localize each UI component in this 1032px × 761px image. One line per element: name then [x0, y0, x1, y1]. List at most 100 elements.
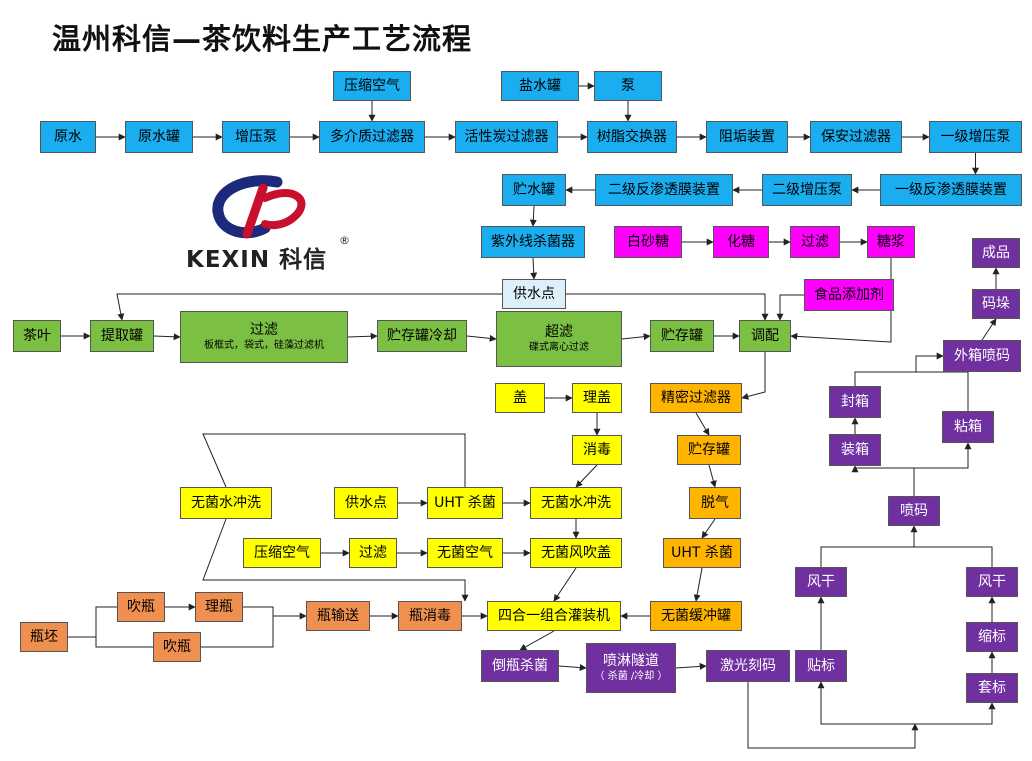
connector — [981, 318, 997, 341]
node-dpsj: 倒瓶杀菌 — [481, 650, 559, 682]
node-label: 化糖 — [727, 233, 755, 250]
node-label: 倒瓶杀菌 — [492, 657, 548, 674]
node-bagl: 保安过滤器 — [810, 121, 902, 153]
node-ysg2: 原水罐 — [125, 121, 193, 153]
node-label: 贮存罐冷却 — [387, 327, 457, 344]
node-label: 食品添加剂 — [814, 286, 884, 303]
node-sptj: 食品添加剂 — [804, 279, 894, 311]
node-gsd2: 供水点 — [334, 487, 398, 519]
connector — [915, 702, 996, 725]
node-uht1: UHT 杀菌 — [427, 487, 503, 519]
node-label: 白砂糖 — [627, 233, 669, 250]
node-label: 粘箱 — [954, 418, 982, 435]
node-label: 泵 — [621, 77, 635, 94]
connector — [530, 257, 538, 280]
node-gl3: 过滤 — [349, 538, 397, 568]
connector — [466, 334, 497, 342]
node-label: 喷码 — [900, 502, 928, 519]
connector — [854, 371, 969, 411]
page-title: 温州科信—茶饮料生产工艺流程 — [52, 22, 473, 56]
node-label: 风干 — [807, 573, 835, 590]
node-wxpm: 外箱喷码 — [943, 340, 1021, 372]
node-wjkq: 无菌空气 — [427, 538, 503, 568]
node-label: 封箱 — [841, 393, 869, 410]
node-label: 盖 — [513, 389, 527, 406]
node-tqg: 提取罐 — [90, 320, 154, 352]
node-lg: 理盖 — [572, 383, 622, 413]
node-zx: 装箱 — [829, 434, 881, 466]
node-label: 多介质过滤器 — [330, 128, 414, 145]
connector — [817, 681, 915, 725]
node-label: 成品 — [982, 244, 1010, 261]
node-zwx: 紫外线杀菌器 — [481, 226, 585, 258]
node-label: 理瓶 — [205, 598, 233, 615]
kexin-logo — [212, 175, 306, 239]
node-sublabel: （ 杀菌 /冷却 ） — [594, 671, 668, 683]
node-zyb: 增压泵 — [222, 121, 290, 153]
node-sublabel: 碟式离心过滤 — [529, 342, 589, 354]
node-label: 装箱 — [841, 441, 869, 458]
connector — [741, 352, 766, 400]
node-jmgl: 精密过滤器 — [650, 383, 742, 413]
node-tbiao: 套标 — [966, 673, 1018, 703]
node-zcgl: 贮存罐冷却 — [377, 320, 467, 352]
node-label: 消毒 — [583, 441, 611, 458]
node-djz: 多介质过滤器 — [319, 121, 425, 153]
node-label: 超滤 — [545, 324, 573, 341]
connector — [529, 205, 537, 227]
node-fg1: 风干 — [795, 567, 847, 597]
node-csg: 贮水罐 — [502, 174, 566, 206]
node-uht2: UHT 杀菌 — [663, 538, 741, 568]
node-label: 无菌水冲洗 — [191, 494, 261, 511]
node-tp: 调配 — [739, 320, 791, 352]
node-plsd: 喷淋隧道（ 杀菌 /冷却 ） — [586, 643, 676, 693]
node-cp: 成品 — [972, 238, 1020, 268]
connector — [621, 333, 651, 341]
node-fx: 封箱 — [829, 386, 881, 418]
node-tq: 脱气 — [689, 487, 741, 519]
node-label: 无菌风吹盖 — [541, 544, 611, 561]
node-cy: 茶叶 — [13, 320, 61, 352]
node-label: 供水点 — [513, 285, 555, 302]
node-sb: 缩标 — [966, 622, 1018, 652]
node-yjfs: 一级反渗透膜装置 — [880, 174, 1022, 206]
connector — [347, 332, 378, 340]
connector — [701, 518, 716, 539]
node-label: 脱气 — [701, 494, 729, 511]
node-label: 贮存罐 — [661, 327, 703, 344]
node-label: 茶叶 — [23, 327, 51, 344]
node-label: 原水罐 — [138, 128, 180, 145]
connector — [675, 662, 707, 670]
node-ysqk1: 压缩空气 — [333, 71, 411, 101]
node-label: 贮水罐 — [513, 181, 555, 198]
node-zgzz: 阻垢装置 — [706, 121, 788, 153]
node-szj: 树脂交换器 — [587, 121, 677, 153]
node-label: 过滤 — [801, 233, 829, 250]
node-label: 喷淋隧道 — [603, 653, 659, 670]
node-wjscx2: 无菌水冲洗 — [530, 487, 622, 519]
logo-text: KEXIN 科信 — [186, 247, 328, 273]
node-shyz: 四合一组合灌装机 — [487, 601, 621, 631]
node-xd: 消毒 — [572, 435, 622, 465]
node-label: 风干 — [978, 573, 1006, 590]
connector — [553, 567, 577, 602]
node-wjscx1: 无菌水冲洗 — [180, 487, 272, 519]
node-label: 阻垢装置 — [719, 128, 775, 145]
node-label: 无菌水冲洗 — [541, 494, 611, 511]
node-pxd: 瓶消毒 — [398, 601, 462, 631]
node-label: 外箱喷码 — [954, 347, 1010, 364]
connector — [851, 465, 915, 496]
node-label: 套标 — [978, 679, 1006, 696]
node-label: 四合一组合灌装机 — [498, 607, 610, 624]
node-label: 贮存罐 — [688, 441, 730, 458]
node-label: 一级增压泵 — [940, 128, 1011, 145]
node-label: 压缩空气 — [344, 77, 400, 94]
node-gl1: 过滤 — [790, 226, 840, 258]
node-zcg2: 贮存罐 — [677, 435, 741, 465]
node-pm: 喷码 — [888, 496, 940, 526]
connector — [695, 412, 710, 436]
node-pp: 瓶坯 — [20, 622, 68, 652]
node-label: 二级增压泵 — [772, 181, 842, 198]
node-label: 贴标 — [807, 657, 835, 674]
node-label: 理盖 — [583, 389, 611, 406]
